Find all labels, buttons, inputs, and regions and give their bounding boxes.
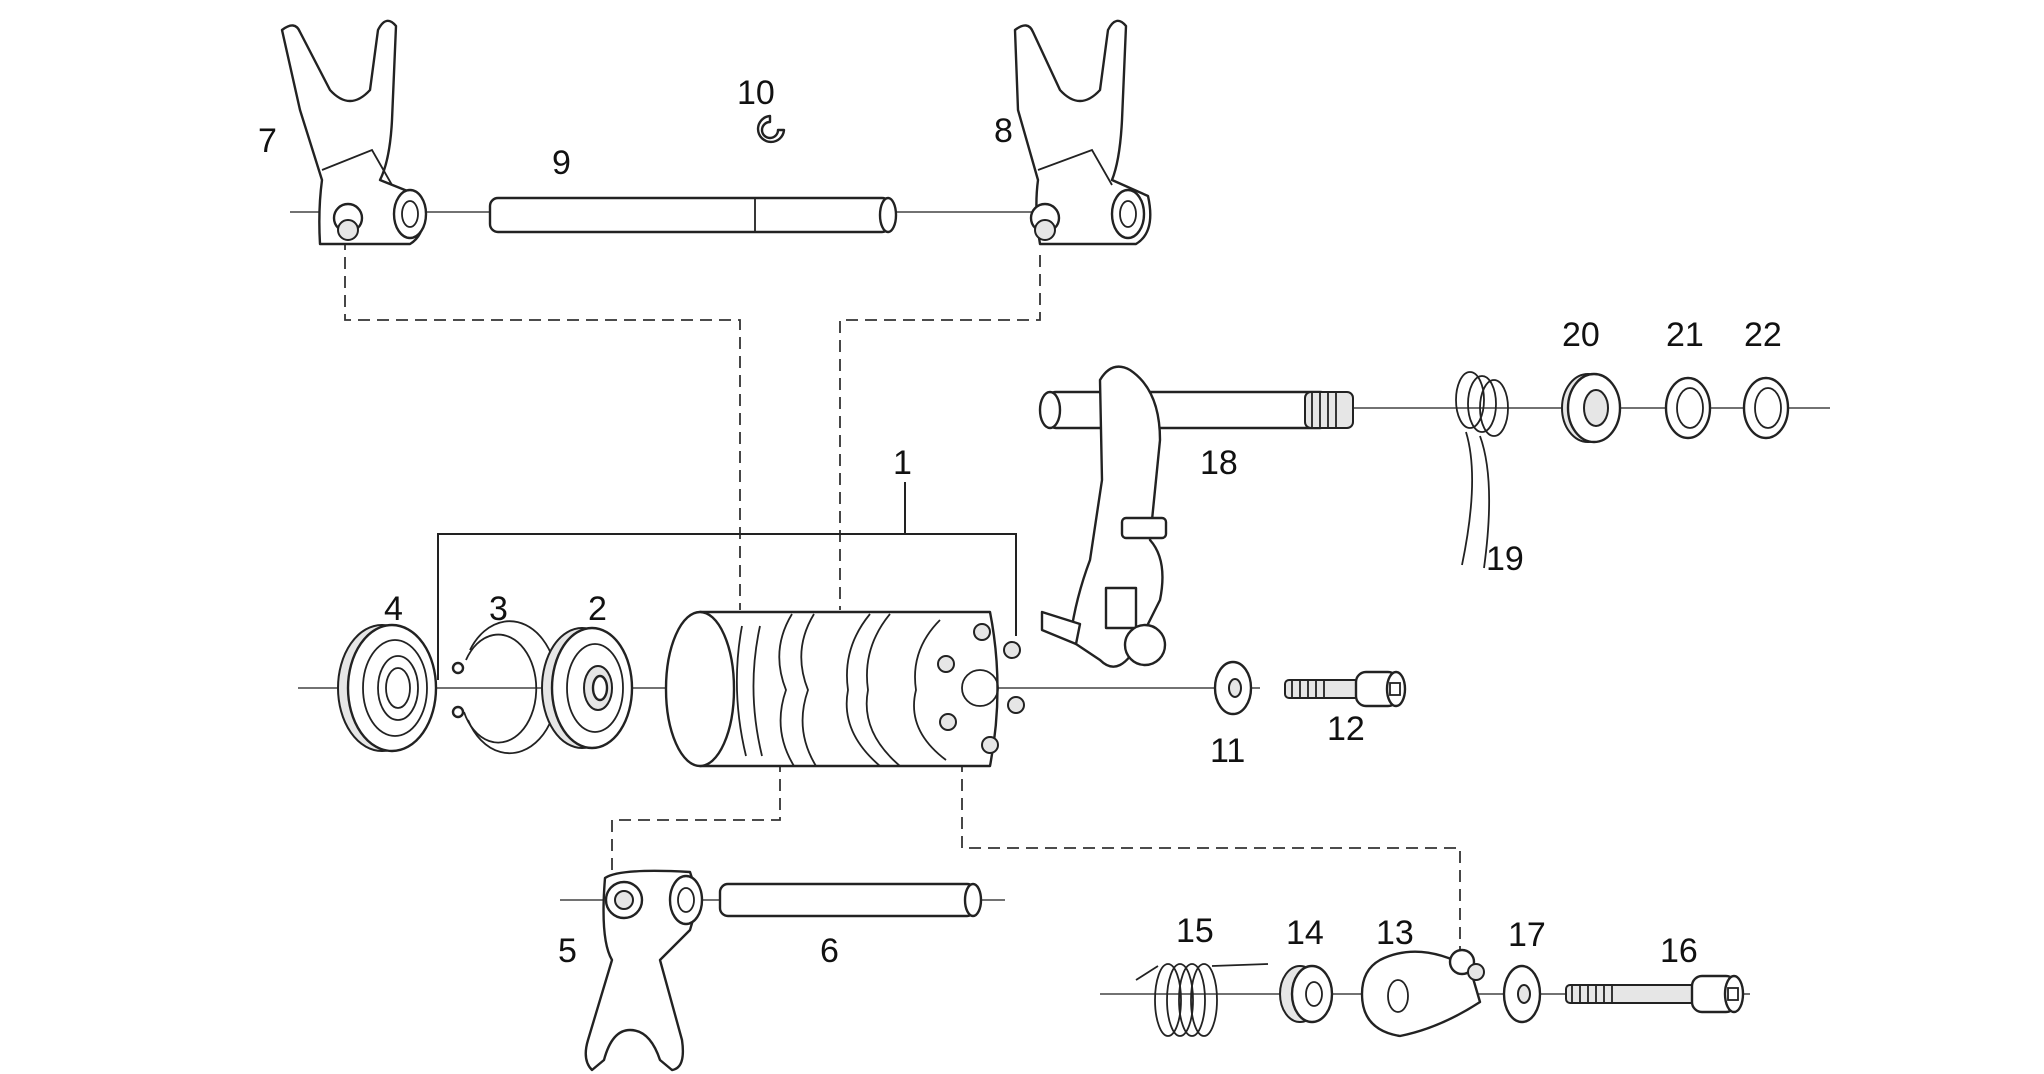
fork-shaft-9 <box>488 196 898 234</box>
callout-19: 19 <box>1486 540 1524 578</box>
shift-fork-7 <box>280 19 428 246</box>
spring-19 <box>1455 371 1509 569</box>
washer-11 <box>1213 660 1253 716</box>
callout-17: 17 <box>1508 916 1546 954</box>
callout-14: 14 <box>1286 914 1324 952</box>
callout-13: 13 <box>1376 914 1414 952</box>
callout-6: 6 <box>820 932 839 970</box>
selector-shaft-18 <box>1038 365 1354 668</box>
washer-22 <box>1742 376 1790 440</box>
circlip-10 <box>756 114 786 144</box>
bearing-2 <box>541 626 634 750</box>
spacer-14 <box>1279 964 1334 1024</box>
callout-8: 8 <box>994 112 1013 150</box>
detent-arm-13 <box>1360 948 1485 1038</box>
callout-11: 11 <box>1210 732 1245 770</box>
washer-20 <box>1561 372 1622 444</box>
callout-3: 3 <box>489 590 508 628</box>
bolt-12 <box>1284 670 1407 708</box>
callout-12: 12 <box>1327 710 1365 748</box>
bearing-4 <box>337 623 438 753</box>
callout-1: 1 <box>893 444 912 482</box>
fork-shaft-6 <box>718 882 983 918</box>
shift-fork-8 <box>1013 19 1152 246</box>
callout-20: 20 <box>1562 316 1600 354</box>
callout-2: 2 <box>588 590 607 628</box>
callout-15: 15 <box>1176 912 1214 950</box>
dashed-leader-fork7 <box>344 238 741 610</box>
callout-21: 21 <box>1666 316 1704 354</box>
callout-7: 7 <box>258 122 277 160</box>
washer-17 <box>1502 964 1542 1024</box>
callout-4: 4 <box>384 590 403 628</box>
callout-9: 9 <box>552 144 571 182</box>
dashed-leader-fork8 <box>839 255 1041 610</box>
bolt-16 <box>1565 974 1745 1014</box>
callout-10: 10 <box>737 74 775 112</box>
callout-5: 5 <box>558 932 577 970</box>
dashed-leader-detent <box>961 760 1461 958</box>
shift-fork-5 <box>584 869 704 1072</box>
torsion-spring-15 <box>1135 963 1269 1037</box>
callout-22: 22 <box>1744 316 1782 354</box>
dashed-leader-fork5 <box>611 760 781 880</box>
washer-21 <box>1664 376 1712 440</box>
bracket-part-1 <box>437 482 1017 680</box>
shift-drum-1 <box>664 610 1025 768</box>
callout-16: 16 <box>1660 932 1698 970</box>
callout-18: 18 <box>1200 444 1238 482</box>
